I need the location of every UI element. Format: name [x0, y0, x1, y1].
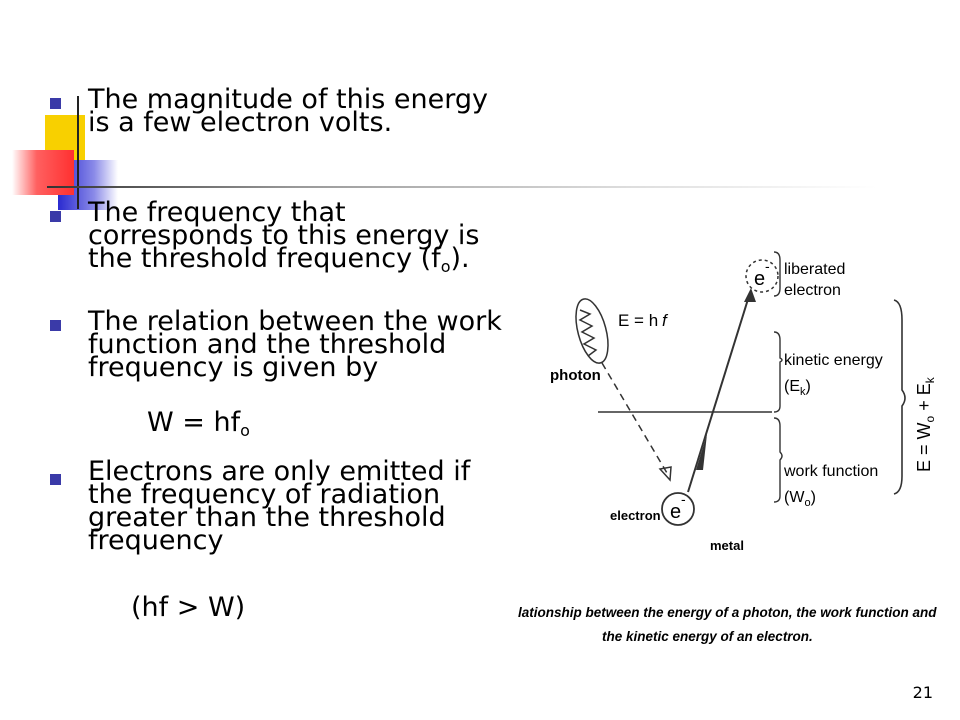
electron-symbol: e: [670, 501, 681, 523]
decor-vertical-line: [77, 96, 79, 209]
electron-arrowhead-lower: [696, 434, 707, 470]
kinetic-label-2: (Ek): [784, 378, 811, 398]
formula-main: W = hf: [147, 407, 241, 438]
decor-horizontal-line: [47, 186, 877, 188]
liberated-label-2: electron: [784, 282, 841, 299]
total-energy-label: E = Wo + Ek: [914, 376, 937, 472]
total-label-sub1: o: [923, 415, 937, 422]
liberated-electron-symbol: e: [754, 268, 765, 290]
diagram-caption-line-2: the kinetic energy of an electron.: [602, 629, 813, 644]
bracket-total: [893, 299, 906, 495]
liberated-electron-icon: e -: [745, 258, 779, 293]
total-label-main: E = W: [914, 422, 934, 472]
kinetic-label-sub: k: [800, 386, 806, 398]
photoelectric-diagram: e - e - E = h f photon electron metal li…: [518, 251, 937, 644]
kinetic-label-2a: (E: [784, 378, 800, 395]
total-label-mid: + E: [914, 383, 934, 416]
bullet-marker: [50, 474, 61, 485]
condition-formula: (hf > W): [131, 592, 246, 623]
total-label-sub2: k: [923, 376, 937, 383]
work-label-2c: ): [811, 489, 816, 506]
electron-charge: -: [681, 491, 686, 507]
threshold-tail: ).: [450, 243, 470, 274]
photon-label: photon: [550, 367, 601, 384]
electron-path: [687, 295, 750, 493]
work-label-sub: o: [804, 497, 810, 509]
liberated-label-1: liberated: [784, 261, 845, 278]
bracket-liberated: [773, 251, 781, 297]
work-label-2a: (W: [784, 489, 805, 506]
electron-in-metal-icon: e -: [661, 491, 695, 526]
formula-subscript: o: [240, 421, 250, 440]
work-label-1: work function: [783, 463, 878, 480]
bullet-marker: [50, 98, 61, 109]
photon-icon: [575, 298, 609, 364]
formula-work-function: W = hfo: [147, 408, 250, 446]
kinetic-label-2c: ): [806, 378, 811, 395]
page-number: 21: [912, 683, 933, 702]
bracket-work: [773, 417, 783, 503]
threshold-subscript: o: [440, 257, 451, 276]
electron-label: electron: [610, 508, 661, 523]
energy-label-f: f: [662, 311, 669, 330]
photon-path-dashed: [601, 362, 668, 474]
bullet-marker: [50, 320, 61, 331]
liberated-electron-charge: -: [765, 258, 770, 274]
threshold-text: The frequency that corresponds to this e…: [88, 197, 480, 274]
bullet-marker: [50, 211, 61, 222]
bullet-text-work-function-relation: The relation between the work function a…: [88, 306, 502, 383]
photon-arrowhead: [658, 466, 672, 482]
electron-arrowhead: [744, 288, 756, 302]
bracket-kinetic: [773, 331, 783, 413]
kinetic-label-1: kinetic energy: [784, 352, 883, 369]
metal-label: metal: [710, 538, 744, 553]
energy-label: E = h: [618, 311, 658, 330]
bullet-text-threshold-frequency: The frequency that corresponds to this e…: [88, 199, 518, 278]
work-label-2: (Wo): [784, 489, 816, 509]
bullet-text-energy-magnitude: The magnitude of this energy is a few el…: [88, 84, 488, 138]
bullet-text-emission-condition: Electrons are only emitted if the freque…: [88, 456, 471, 556]
decor-red-square: [12, 150, 74, 195]
diagram-caption-line-1: lationship between the energy of a photo…: [518, 605, 937, 620]
